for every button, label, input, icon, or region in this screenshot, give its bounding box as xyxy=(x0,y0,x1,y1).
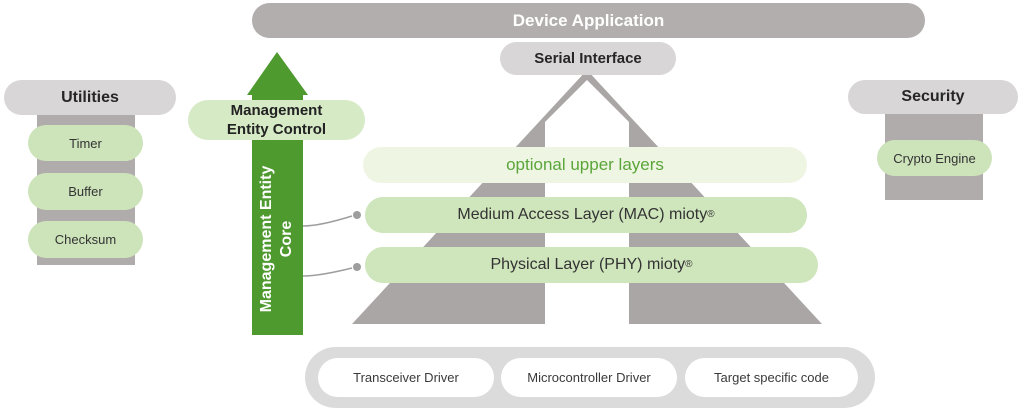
driver-transceiver: Transceiver Driver xyxy=(318,358,494,397)
layer-optional-upper-label: optional upper layers xyxy=(506,155,664,174)
utilities-header: Utilities xyxy=(4,80,176,115)
layer-mac-label: Medium Access Layer (MAC) mioty xyxy=(457,206,708,223)
management-entity-control-pill: Management Entity Control xyxy=(188,100,365,140)
driver-target-specific-label: Target specific code xyxy=(714,370,829,385)
security-header: Security xyxy=(848,80,1018,114)
utility-item-buffer: Buffer xyxy=(28,173,143,210)
management-entity-core-line2: Core xyxy=(278,220,295,258)
serial-interface-label: Serial Interface xyxy=(534,50,642,67)
layer-phy: Physical Layer (PHY) mioty® xyxy=(365,247,818,283)
connector-line-mac xyxy=(302,215,353,227)
management-entity-core-label: Management Entity Core xyxy=(256,144,298,334)
drivers-container: Transceiver Driver Microcontroller Drive… xyxy=(305,347,875,408)
driver-target-specific: Target specific code xyxy=(685,358,858,397)
checksum-label: Checksum xyxy=(54,232,117,247)
timer-label: Timer xyxy=(69,135,102,151)
crypto-engine-label: Crypto Engine xyxy=(893,150,976,166)
layer-optional-upper: optional upper layers xyxy=(363,147,807,183)
layer-mac: Medium Access Layer (MAC) mioty® xyxy=(365,197,807,233)
serial-interface-pill: Serial Interface xyxy=(500,42,676,75)
connector-dot-mac xyxy=(353,211,361,219)
management-entity-control-line2: Entity Control xyxy=(226,121,327,138)
management-entity-core-line1: Management Entity xyxy=(258,165,275,313)
utilities-header-label: Utilities xyxy=(61,88,119,106)
security-header-label: Security xyxy=(901,88,965,105)
security-item-crypto-engine: Crypto Engine xyxy=(877,140,992,176)
device-application-label: Device Application xyxy=(512,10,665,30)
driver-microcontroller: Microcontroller Driver xyxy=(501,358,677,397)
utility-item-checksum: Checksum xyxy=(28,221,143,258)
device-application-bar: Device Application xyxy=(252,3,925,38)
utility-item-timer: Timer xyxy=(28,125,143,161)
buffer-label: Buffer xyxy=(68,184,103,199)
connector-line-phy xyxy=(302,267,353,277)
layer-phy-label: Physical Layer (PHY) mioty xyxy=(490,256,686,273)
driver-transceiver-label: Transceiver Driver xyxy=(353,370,459,385)
driver-microcontroller-label: Microcontroller Driver xyxy=(527,370,651,385)
connector-dot-phy xyxy=(353,263,361,271)
management-entity-control-line1: Management xyxy=(230,102,323,119)
